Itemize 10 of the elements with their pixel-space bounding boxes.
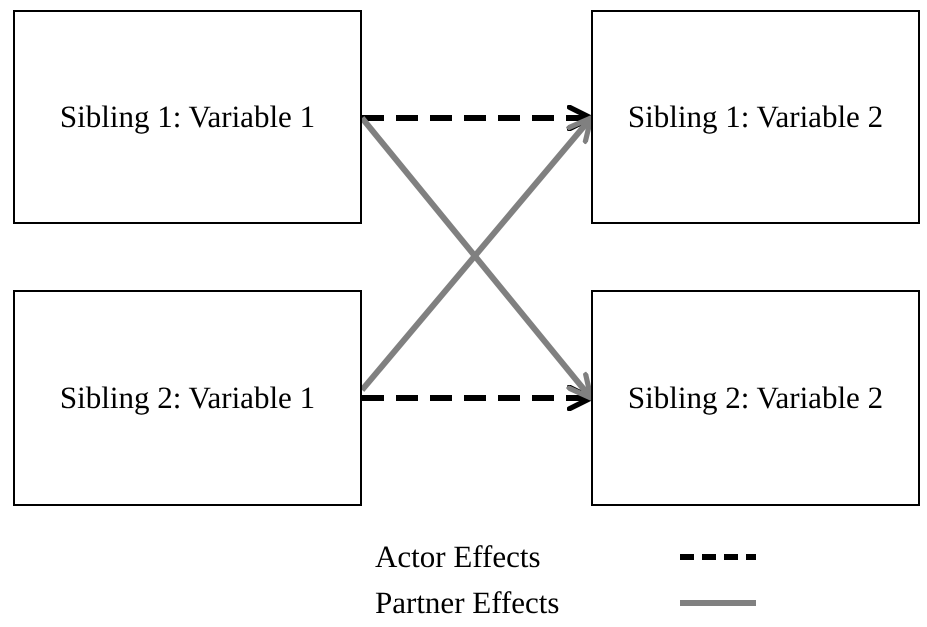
variable-box xyxy=(13,10,362,224)
legend-label: Actor Effects xyxy=(375,538,542,576)
box-label: Sibling 1: Variable 1 xyxy=(60,98,316,136)
box-label: Sibling 1: Variable 2 xyxy=(628,98,884,136)
variable-box xyxy=(591,10,920,224)
legend-label: Partner Effects xyxy=(375,584,560,622)
variable-box xyxy=(591,290,920,506)
box-label: Sibling 2: Variable 2 xyxy=(628,379,884,417)
variable-box xyxy=(13,290,362,506)
box-label: Sibling 2: Variable 1 xyxy=(60,379,316,417)
